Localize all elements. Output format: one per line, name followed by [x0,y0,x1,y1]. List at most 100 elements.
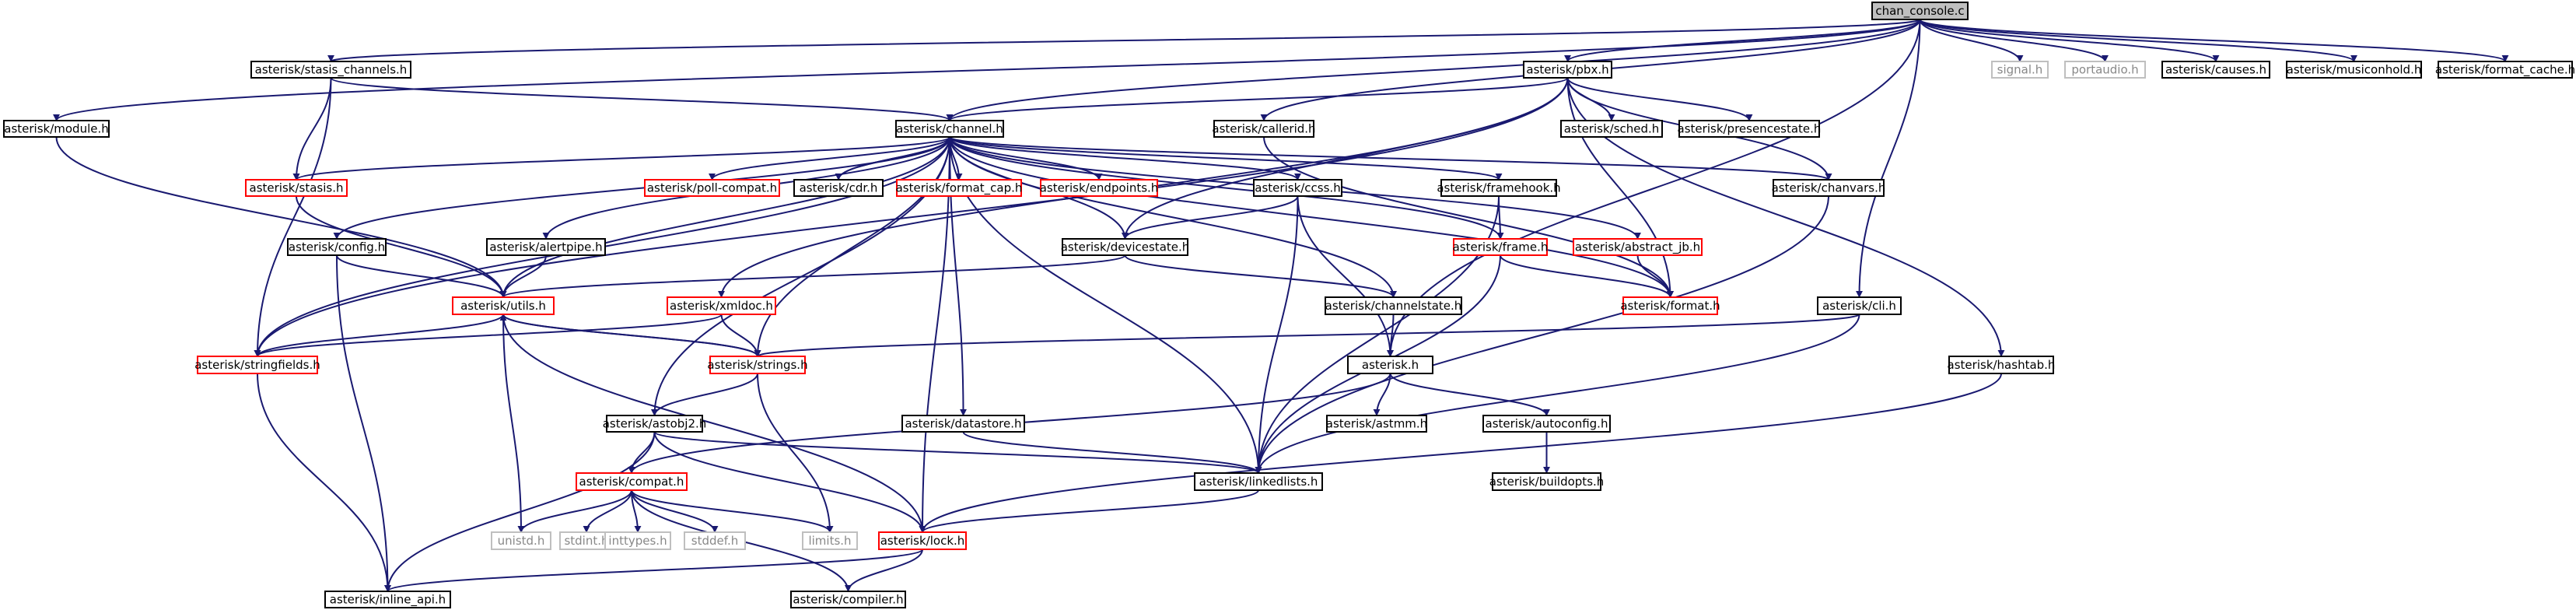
node-framehook[interactable]: asterisk/framehook.h [1437,179,1561,197]
node-buildopts[interactable]: asterisk/buildopts.h [1489,472,1605,491]
node-linkedlists[interactable]: asterisk/linkedlists.h [1194,472,1323,491]
edge-strings-to-utils [499,314,758,357]
node-box-devicestate[interactable] [1062,238,1188,256]
edge-channel-to-datastore [949,136,967,416]
node-inline_api[interactable]: asterisk/inline_api.h [324,591,451,608]
node-devicestate[interactable]: asterisk/devicestate.h [1061,238,1190,256]
node-box-sched[interactable] [1560,120,1663,138]
node-box-channel[interactable] [895,120,1004,138]
node-format[interactable]: asterisk/format.h [1620,296,1720,315]
node-box-channelstate[interactable] [1325,296,1462,315]
node-box-poll_compat[interactable] [644,179,780,197]
node-astobj2[interactable]: asterisk/astobj2.h [603,415,707,433]
node-box-stasis_channels[interactable] [250,61,411,79]
node-box-format[interactable] [1622,296,1718,315]
node-autoconfig[interactable]: asterisk/autoconfig.h [1482,415,1611,433]
node-box-compat[interactable] [576,472,688,491]
node-box-abstract_jb[interactable] [1573,238,1703,256]
node-box-module[interactable] [3,120,110,138]
node-hashtab[interactable]: asterisk/hashtab.h [1948,356,2056,374]
node-box-endpoints[interactable] [1040,179,1158,197]
node-box-strings[interactable] [709,356,806,374]
node-musiconhold[interactable]: asterisk/musiconhold.h [2286,61,2422,79]
node-box-ccss[interactable] [1253,179,1342,197]
node-module[interactable]: asterisk/module.h [3,120,110,138]
node-sched[interactable]: asterisk/sched.h [1560,120,1663,138]
node-frame[interactable]: asterisk/frame.h [1453,238,1549,256]
node-chanvars[interactable]: asterisk/chanvars.h [1772,179,1886,197]
node-stasis[interactable]: asterisk/stasis.h [245,179,348,197]
node-endpoints[interactable]: asterisk/endpoints.h [1040,179,1159,197]
node-box-stasis[interactable] [245,179,348,197]
node-label-pbx: asterisk/pbx.h [1526,63,1608,77]
node-format_cap[interactable]: asterisk/format_cap.h [896,179,1023,197]
edge-compat-to-stddef [631,489,719,533]
edge-pbx-to-format [1566,77,1674,298]
node-box-asterisk[interactable] [1347,356,1433,374]
node-compat[interactable]: asterisk/compat.h [576,472,688,491]
node-box-frame[interactable] [1453,238,1548,256]
node-box-causes[interactable] [2161,61,2270,79]
node-abstract_jb[interactable]: asterisk/abstract_jb.h [1573,238,1703,256]
node-box-cdr[interactable] [793,179,884,197]
node-compiler[interactable]: asterisk/compiler.h [790,591,906,608]
edge-pbx-to-channel [946,77,1569,121]
node-box-linkedlists[interactable] [1194,472,1323,491]
node-box-framehook[interactable] [1440,179,1557,197]
node-box-xmldoc[interactable] [667,296,776,315]
node-pbx[interactable]: asterisk/pbx.h [1523,61,1612,79]
node-box-datastore[interactable] [901,415,1025,433]
node-channel[interactable]: asterisk/channel.h [895,120,1004,138]
node-box-alertpipe[interactable] [486,238,606,256]
node-cdr[interactable]: asterisk/cdr.h [793,179,884,197]
node-utils[interactable]: asterisk/utils.h [452,296,555,315]
node-label-channel: asterisk/channel.h [896,122,1003,136]
node-cli[interactable]: asterisk/cli.h [1817,296,1902,315]
node-alertpipe[interactable]: asterisk/alertpipe.h [486,238,606,256]
node-box-format_cache[interactable] [2438,61,2573,79]
node-strings[interactable]: asterisk/strings.h [707,356,808,374]
node-box-hashtab[interactable] [1948,356,2054,374]
node-xmldoc[interactable]: asterisk/xmldoc.h [667,296,776,315]
node-box-config[interactable] [287,238,387,256]
node-poll_compat[interactable]: asterisk/poll-compat.h [644,179,780,197]
node-asterisk[interactable]: asterisk.h [1347,356,1433,374]
node-portaudio: portaudio.h [2064,61,2146,79]
node-causes[interactable]: asterisk/causes.h [2161,61,2270,79]
node-box-autoconfig[interactable] [1482,415,1611,433]
node-box-signal [1991,61,2049,79]
node-box-pbx[interactable] [1523,61,1612,79]
node-box-presencestate[interactable] [1678,120,1820,138]
node-box-stringfields[interactable] [197,356,318,374]
edge-module-to-utils [55,136,507,298]
edge-cli-to-linkedlists [1255,314,1860,474]
node-format_cache[interactable]: asterisk/format_cache.h [2435,61,2575,79]
node-box-compiler[interactable] [790,591,906,608]
node-box-astmm[interactable] [1326,415,1427,433]
node-box-buildopts[interactable] [1492,472,1601,491]
node-ccss[interactable]: asterisk/ccss.h [1253,179,1342,197]
node-box-musiconhold[interactable] [2286,61,2422,79]
edge-astobj2-to-inline_api [384,431,656,592]
node-stringfields[interactable]: asterisk/stringfields.h [194,356,320,374]
edge-channel-to-chanvars [949,136,1832,181]
node-presencestate[interactable]: asterisk/presencestate.h [1678,120,1822,138]
node-astmm[interactable]: asterisk/astmm.h [1326,415,1427,433]
node-box-inline_api[interactable] [324,591,451,608]
node-box-callerid[interactable] [1213,120,1314,138]
node-callerid[interactable]: asterisk/callerid.h [1212,120,1316,138]
node-lock[interactable]: asterisk/lock.h [878,531,967,550]
node-channelstate[interactable]: asterisk/channelstate.h [1325,296,1462,315]
node-label-astobj2: asterisk/astobj2.h [603,417,707,431]
node-label-asterisk: asterisk.h [1362,358,1419,372]
node-stasis_channels[interactable]: asterisk/stasis_channels.h [250,61,411,79]
node-config[interactable]: asterisk/config.h [287,238,387,256]
node-datastore[interactable]: asterisk/datastore.h [901,415,1025,433]
node-box-format_cap[interactable] [896,179,1022,197]
node-box-cli[interactable] [1817,296,1902,315]
node-box-astobj2[interactable] [606,415,703,433]
node-label-cdr: asterisk/cdr.h [800,181,878,195]
node-box-utils[interactable] [452,296,555,315]
node-box-lock[interactable] [878,531,967,550]
node-box-chanvars[interactable] [1773,179,1885,197]
